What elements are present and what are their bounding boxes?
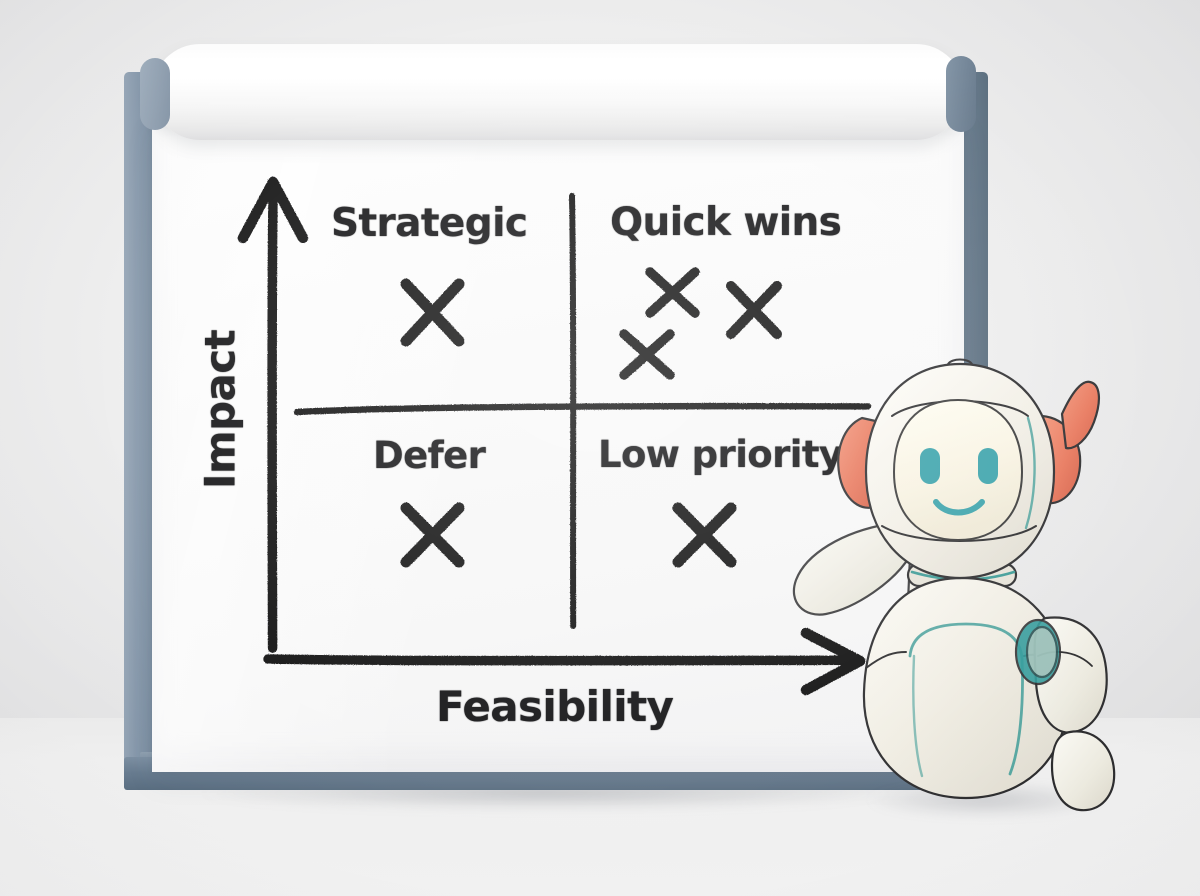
quadrant-label-quick-wins: Quick wins — [610, 200, 842, 245]
presenter-robot — [792, 358, 1116, 812]
easel-roll-cap-left — [140, 58, 170, 130]
robot-smile — [933, 499, 985, 516]
robot-shoulder-joint — [1014, 618, 1062, 686]
robot-eye-right — [978, 448, 998, 484]
quadrant-label-strategic: Strategic — [331, 201, 528, 246]
quadrant-label-low-priority: Low priority — [598, 433, 843, 476]
robot-antenna — [947, 358, 973, 365]
easel-roll-cap-right — [946, 56, 976, 132]
robot-head — [864, 362, 1056, 580]
flipchart-paper-roll — [152, 44, 964, 140]
robot-eye-left — [920, 448, 940, 484]
quadrant-label-defer: Defer — [373, 434, 486, 477]
x-axis-label-feasibility: Feasibility — [436, 682, 674, 731]
y-axis-label-impact: Impact — [195, 329, 245, 490]
easel-frame-left-rail — [124, 72, 157, 790]
